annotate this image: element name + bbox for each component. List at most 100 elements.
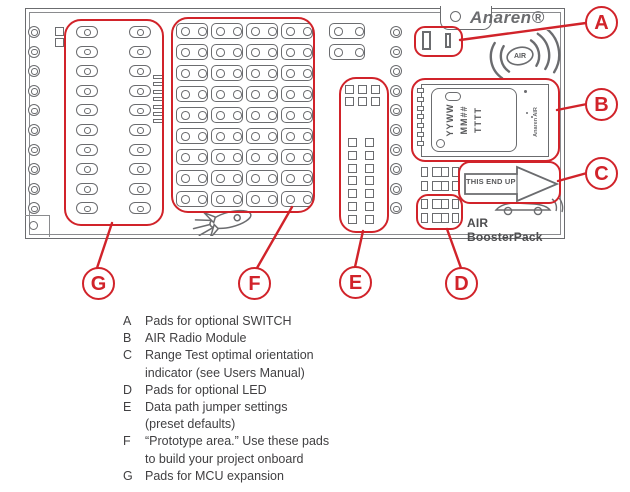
callout-a-letter: A: [594, 11, 609, 34]
led-pad: [432, 167, 449, 177]
anaren-logo: Anaren®: [470, 8, 545, 27]
legend-text: Pads for optional LED: [145, 382, 267, 397]
prototype-pad: [176, 149, 208, 165]
jumper-setting-pad: [358, 85, 367, 94]
led-pad: [421, 167, 428, 177]
jumper-setting-pad: [365, 176, 374, 186]
led-pad: [432, 213, 449, 223]
jumper-pad: [55, 38, 64, 47]
mcu-expansion-pad: [76, 182, 98, 195]
region-c-orientation-indicator: [458, 161, 561, 204]
mcu-expansion-pad: [76, 26, 98, 38]
callout-a: A: [585, 6, 618, 39]
jumper-setting-pad: [365, 189, 374, 199]
this-end-up-arrow: [464, 165, 560, 203]
jumper-setting-pad: [348, 202, 357, 211]
mcu-expansion-pad: [76, 143, 98, 156]
module-edge-pad: [417, 105, 424, 111]
led-pad: [421, 181, 428, 191]
mcu-expansion-pad: [76, 45, 98, 58]
legend-key: E: [123, 400, 132, 415]
mcu-expansion-pad: [129, 84, 151, 97]
via-pad: [28, 65, 40, 78]
prototype-pad: [281, 107, 313, 123]
mcu-expansion-pad: [76, 65, 98, 78]
jumper-setting-pad: [365, 150, 374, 160]
prototype-pad: [281, 44, 313, 60]
mcu-expansion-pad: [129, 65, 151, 78]
module-edge-pad: [417, 140, 424, 146]
via-pad: [28, 143, 40, 156]
legend-item-b: B AIR Radio Module: [123, 330, 329, 347]
jumper-setting-pad: [348, 150, 357, 160]
legend-key: A: [123, 314, 132, 328]
callout-f-letter: F: [248, 272, 261, 295]
via-pad: [28, 26, 40, 38]
callout-g: G: [82, 267, 115, 300]
via-pad: [390, 26, 402, 38]
prototype-pad: [246, 86, 278, 102]
callout-b: B: [585, 88, 618, 121]
prototype-pad: [281, 65, 313, 81]
mcu-expansion-pad: [129, 45, 151, 58]
callout-d: D: [445, 267, 478, 300]
legend-item-e: E Data path jumper settings(preset defau…: [123, 399, 329, 433]
region-e-jumpers: [339, 77, 389, 233]
callout-e: E: [339, 266, 372, 299]
mcu-expansion-pad: [129, 143, 151, 156]
via-pad: [390, 163, 402, 176]
mcu-expansion-pad: [76, 202, 98, 215]
mcu-expansion-pad: [76, 84, 98, 97]
prototype-pad: [246, 128, 278, 144]
air-logo-text: AIR: [513, 53, 527, 60]
legend-text: “Prototype area.” Use these pads: [145, 434, 330, 449]
via-pad: [390, 182, 402, 195]
legend-text: Range Test optimal orientation: [145, 348, 314, 363]
callout-c: C: [585, 157, 618, 190]
prototype-pad: [246, 107, 278, 123]
via-pad: [28, 104, 40, 117]
mcu-expansion-pad: [129, 182, 151, 195]
jumper-setting-pad: [371, 97, 380, 106]
prototype-pad: [211, 86, 243, 102]
pcb-corner-notch: [25, 215, 50, 237]
via-pad: [390, 143, 402, 156]
via-pad: [390, 45, 402, 58]
jumper-setting-pad: [358, 97, 367, 106]
led-pad: [432, 199, 449, 209]
module-edge-pad: [417, 132, 424, 137]
module-pin1-dot: [524, 90, 527, 93]
prototype-pad: [246, 65, 278, 81]
via-pad: [28, 202, 40, 215]
jumper-setting-pad: [348, 176, 357, 186]
prototype-pad: [246, 44, 278, 60]
mcu-expansion-pad: [76, 163, 98, 176]
switch-pad: [422, 31, 431, 50]
module-edge-pad: [417, 123, 424, 129]
rocket-icon: [192, 209, 252, 236]
callout-g-letter: G: [90, 272, 107, 295]
via-pad: [28, 163, 40, 176]
mcu-expansion-pad: [129, 124, 151, 136]
via-pad: [390, 65, 402, 78]
legend-text: AIR Radio Module: [145, 331, 247, 346]
tab-mounting-hole: [450, 11, 461, 22]
jumper-setting-pad: [365, 138, 374, 147]
legend-key: F: [123, 434, 131, 449]
mcu-expansion-pad: [76, 104, 98, 117]
module-dot: [531, 116, 533, 118]
region-d-led-pads: [416, 194, 463, 230]
prototype-pad: [211, 107, 243, 123]
prototype-pad: [211, 23, 243, 39]
callout-b-letter: B: [594, 93, 609, 116]
jumper-setting-pad: [348, 189, 357, 199]
legend-text: Data path jumper settings: [145, 400, 288, 415]
legend-key: G: [123, 468, 133, 483]
region-g-mcu-pads: [64, 19, 164, 226]
prototype-pad: [176, 170, 208, 186]
prototype-pad: [211, 191, 243, 207]
mcu-expansion-pad: [129, 163, 151, 176]
callout-f: F: [238, 267, 271, 300]
